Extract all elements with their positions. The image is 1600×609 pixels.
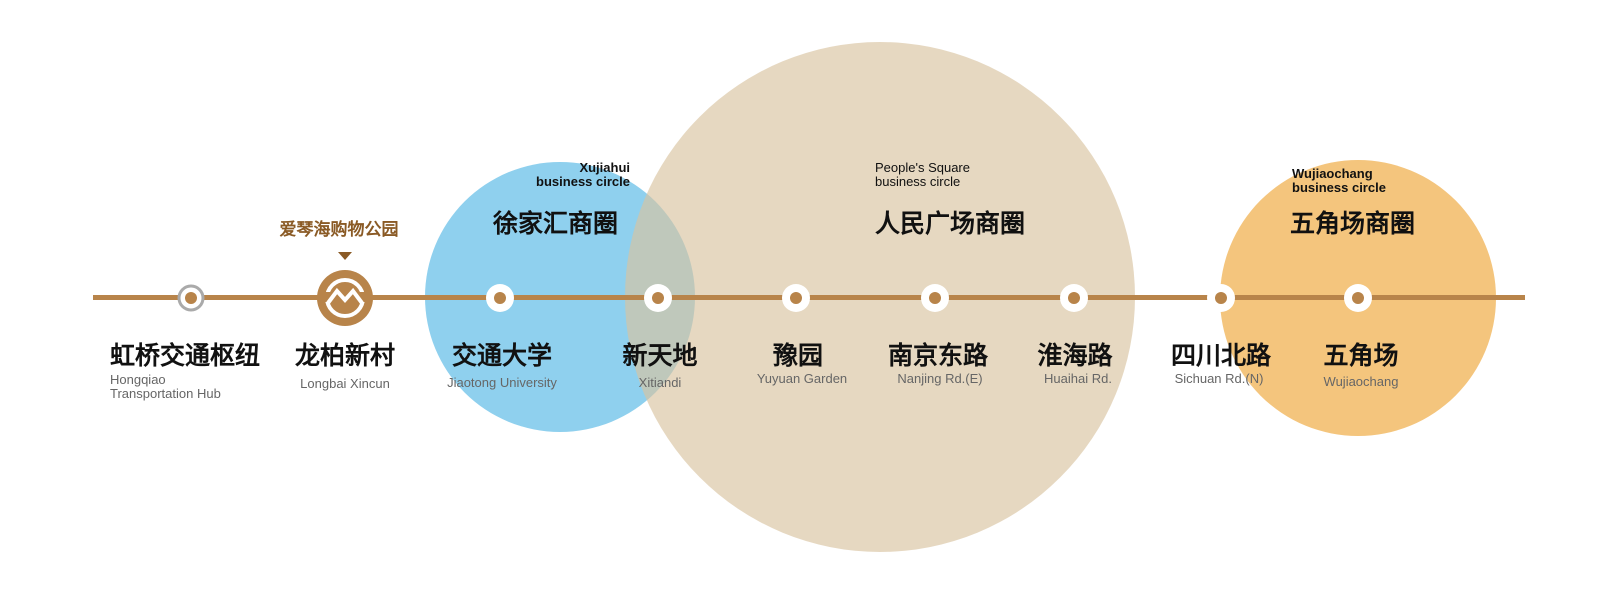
station-name-en: Longbai Xincun [300, 376, 390, 391]
peoples-square-zh-label: 人民广场商圈 [875, 210, 1026, 238]
station-marker [1207, 284, 1235, 312]
station-name-en: Hongqiao Transportation Hub [110, 373, 221, 401]
station-name-zh: 五角场 [1323, 342, 1399, 370]
station-name-zh: 南京东路 [887, 342, 989, 370]
circle-en-line1: People's Square [875, 160, 970, 175]
station-name-en: Sichuan Rd.(N) [1174, 371, 1264, 386]
circle-en-line1: Xujiahui [579, 160, 630, 175]
station-marker [1060, 284, 1088, 312]
circle-en-line1: Wujiaochang [1292, 166, 1373, 181]
xujiahui-zh-label: 徐家汇商圈 [493, 210, 619, 238]
shanghai-metro-logo-icon [317, 270, 373, 326]
station-name-en: Yuyuan Garden [756, 371, 848, 386]
station-marker [644, 284, 672, 312]
station-hongqiao-marker [177, 284, 205, 312]
station-name-zh: 四川北路 [1170, 342, 1272, 370]
station-marker [486, 284, 514, 312]
station-name-zh: 淮海路 [1037, 342, 1113, 370]
station-name-en: Wujiaochang [1323, 374, 1399, 389]
wujiaochang-zh-label: 五角场商圈 [1290, 210, 1416, 238]
station-marker [782, 284, 810, 312]
pointer-triangle-icon [338, 252, 352, 260]
station-name-en: Xitiandi [638, 375, 682, 390]
xujiahui-en-label: Xujiahui business circle [530, 161, 630, 189]
station-name-zh: 新天地 [622, 342, 698, 370]
station-name-zh: 虹桥交通枢纽 [110, 342, 261, 370]
circle-en-line2: business circle [1292, 180, 1386, 195]
station-name-zh: 交通大学 [451, 342, 553, 370]
station-name-en: Huaihai Rd. [1044, 371, 1112, 386]
station-name-zh: 豫园 [772, 342, 824, 370]
circle-en-line2: business circle [536, 174, 630, 189]
station-name-en: Jiaotong University [447, 375, 557, 390]
station-marker [921, 284, 949, 312]
station-marker [1344, 284, 1372, 312]
station-en-line2: Transportation Hub [110, 386, 221, 401]
wujiaochang-en-label: Wujiaochang business circle [1292, 167, 1386, 195]
station-name-en: Nanjing Rd.(E) [897, 371, 983, 386]
circle-en-line2: business circle [875, 174, 961, 189]
station-name-zh: 龙柏新村 [294, 342, 396, 370]
mall-label: 爱琴海购物公园 [279, 220, 399, 239]
peoples-square-en-label: People's Square business circle [875, 161, 970, 189]
station-en-line1: Hongqiao [110, 372, 166, 387]
